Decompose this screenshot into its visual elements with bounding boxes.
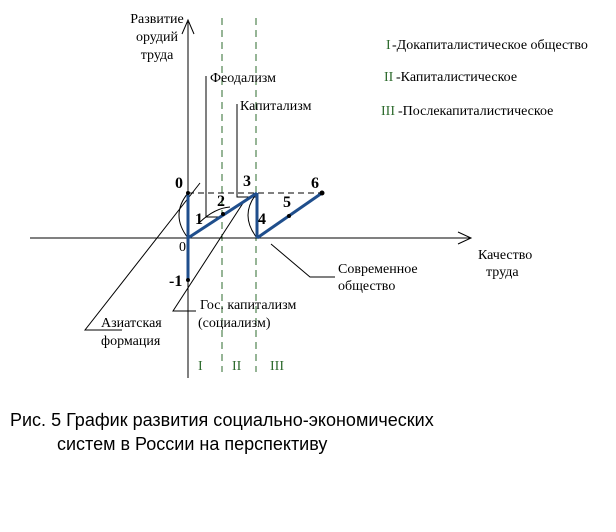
label-p4: 4: [258, 211, 266, 228]
feudalism-pointer: [205, 76, 222, 218]
label-p3: 3: [243, 173, 251, 190]
state-cap-label-1: Гос. капитализм: [200, 298, 296, 313]
modern-label-1: Современное: [338, 262, 418, 277]
label-origin: 0: [179, 240, 186, 255]
arc-0: [178, 192, 189, 239]
point-6: [319, 190, 325, 196]
point-minus1: [186, 278, 190, 282]
asian-pointer: [83, 182, 201, 331]
label-p1: 1: [195, 211, 203, 228]
zone-label-2: II: [232, 359, 242, 374]
x-axis-label-2: труда: [486, 265, 519, 280]
caption-line-2: систем в России на перспективу: [57, 434, 328, 454]
legend-text-1: -Докапиталистическое общество: [392, 38, 588, 53]
legend-text-2: -Капиталистическое: [396, 70, 517, 85]
zone-label-3: III: [270, 359, 284, 374]
x-axis-label-1: Качество: [478, 248, 532, 263]
capitalism-label: Капитализм: [240, 99, 312, 114]
label-p2: 2: [217, 193, 225, 210]
caption-line-1: Рис. 5 График развития социально-экономи…: [10, 410, 434, 430]
label-minus1: -1: [169, 273, 182, 290]
legend-mark-2: II: [384, 70, 394, 85]
asian-label-1: Азиатская: [101, 316, 162, 331]
modern-label-2: общество: [338, 279, 395, 294]
state-cap-label-2: (социализм): [198, 316, 271, 331]
zone-label-1: I: [198, 359, 203, 374]
point-0: [186, 191, 190, 195]
legend-mark-1: I: [386, 38, 391, 53]
label-p0: 0: [175, 175, 183, 192]
point-5: [287, 214, 291, 218]
y-axis-label-2: орудий: [136, 30, 179, 45]
legend-mark-3: III: [381, 104, 395, 119]
arc-2: [199, 206, 231, 223]
y-axis-label-1: Развитие: [130, 12, 183, 27]
legend-text-3: -Послекапиталистическое: [398, 104, 553, 119]
label-p5: 5: [283, 194, 291, 211]
asian-label-2: формация: [101, 334, 161, 349]
y-axis-arrow: [181, 18, 195, 35]
y-axis-label-3: труда: [141, 48, 174, 63]
legend: I -Докапиталистическое общество II -Капи…: [381, 38, 588, 119]
figure-caption: Рис. 5 График развития социально-экономи…: [10, 408, 434, 456]
label-p6: 6: [311, 175, 319, 192]
point-2: [221, 212, 225, 216]
modern-pointer: [270, 243, 335, 278]
feudalism-label: Феодализм: [210, 71, 276, 86]
x-axis-arrow: [457, 231, 473, 245]
state-cap-pointer: [172, 199, 246, 312]
